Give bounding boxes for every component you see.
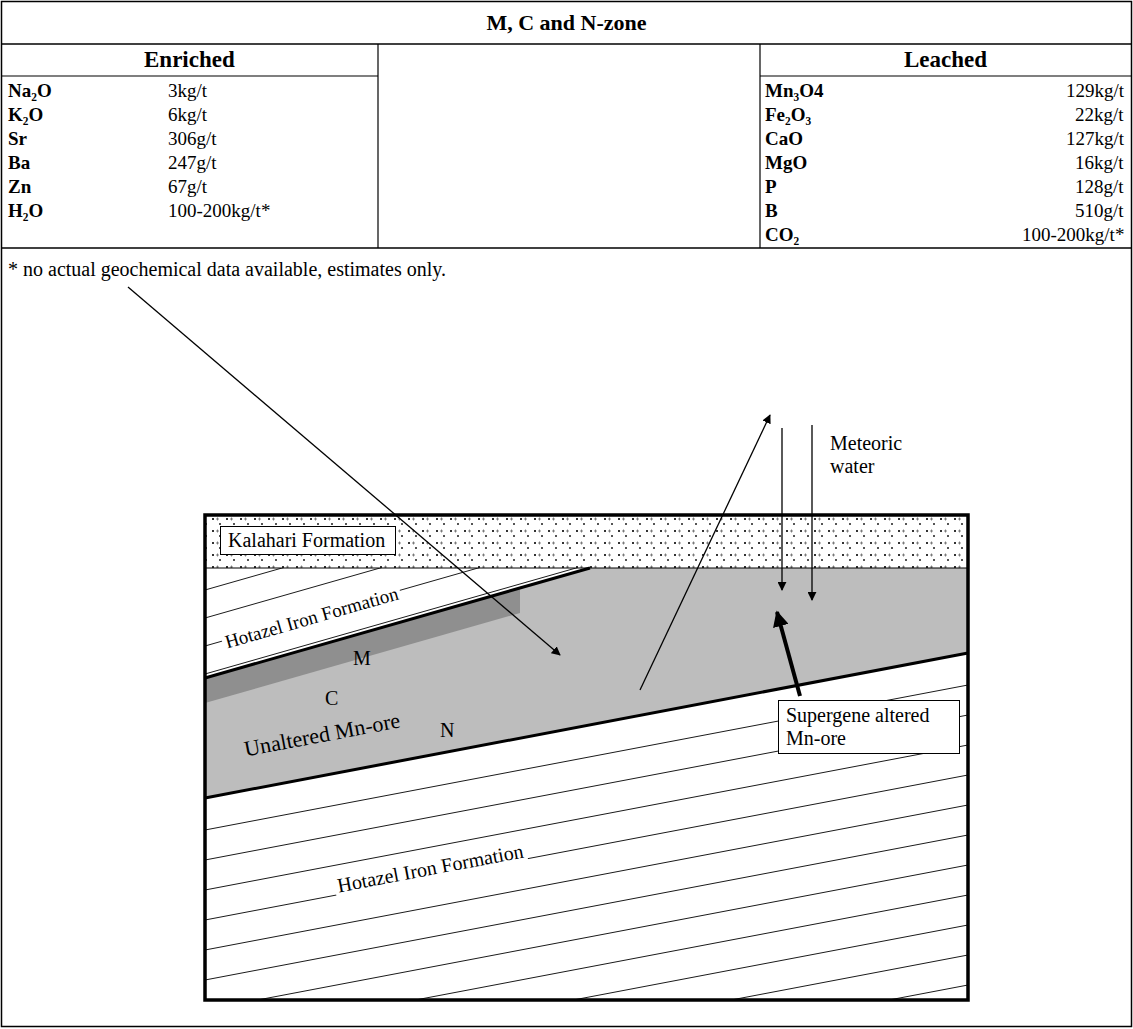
layer-label: Hotazel Iron Formation [220, 582, 404, 654]
table-cell: CaO [765, 128, 803, 150]
layer-label: Unaltered Mn-ore [242, 708, 402, 762]
table-cell: H₂O [8, 200, 43, 222]
table-cell: P [765, 176, 777, 198]
table-cell: Fe₂O₃ [765, 104, 811, 126]
rule [1, 247, 1132, 249]
title: M, C and N-zone [0, 10, 1133, 35]
layer-label: Hotazel Iron Formation [333, 839, 529, 898]
table-cell: Ba [8, 152, 30, 174]
table-cell: Mn₃O4 [765, 80, 823, 102]
table-cell: 22kg/t [1075, 104, 1124, 126]
hatch-line [205, 835, 968, 980]
rule [759, 44, 760, 248]
contact-line [205, 568, 968, 569]
table-cell: B [765, 200, 778, 222]
water-arrow [811, 425, 812, 600]
table-cell: 6kg/t [168, 104, 207, 126]
table-cell: 510g/t [1075, 200, 1124, 222]
hatch-line [205, 745, 968, 890]
table-cell: MgO [765, 152, 807, 174]
table-cell: 129kg/t [1066, 80, 1124, 102]
hatch-line [205, 1015, 968, 1029]
box-text: Supergene altered Mn-ore [786, 704, 952, 750]
contact-line [205, 653, 968, 798]
hatch-line [205, 685, 968, 830]
hatch-line [205, 955, 968, 1029]
table-cell: 3kg/t [168, 80, 207, 102]
box-text: Kalahari Formation [228, 529, 388, 552]
layer-label: N [440, 719, 454, 742]
hatch-line [205, 561, 600, 674]
hatch-line [205, 895, 968, 1029]
leader-arrow [128, 287, 560, 655]
section-frame [205, 515, 968, 1000]
table-cell: 100-200kg/t* [1022, 224, 1124, 246]
formation-label-box: Kalahari Formation [220, 526, 396, 555]
rule [1, 43, 1132, 45]
section-ground [205, 515, 968, 1000]
table-cell: 100-200kg/t* [168, 200, 270, 222]
table-cell: Na₂O [8, 80, 52, 102]
rule [377, 44, 378, 248]
table-cell: K₂O [8, 104, 43, 126]
table-cell: CO₂ [765, 224, 799, 246]
contact-line [205, 568, 590, 678]
layer-label: M [353, 647, 371, 670]
column-heading: Leached [904, 47, 987, 73]
table-cell: 16kg/t [1075, 152, 1124, 174]
leader-arrow [777, 612, 800, 696]
hatch-line [205, 477, 600, 590]
table-cell: Sr [8, 128, 27, 150]
hatch-line [205, 865, 968, 1010]
hatch-line [205, 985, 968, 1029]
column-heading: Enriched [144, 47, 235, 73]
table-cell: 128g/t [1075, 176, 1124, 198]
table-cell: Zn [8, 176, 31, 198]
callout-box: Supergene altered Mn-ore [778, 700, 960, 754]
table-cell: 306g/t [168, 128, 217, 150]
flow-arrow [640, 415, 770, 690]
kalahari-layer [205, 517, 968, 568]
mn-ore-band [205, 568, 968, 798]
rule [760, 75, 1132, 76]
footnote: * no actual geochemical data available, … [8, 258, 446, 281]
water-arrow [781, 428, 782, 590]
hatch-line [205, 775, 968, 920]
rule [1, 75, 378, 76]
layer-label: C [325, 687, 338, 710]
process-label: Meteoric water [830, 432, 930, 478]
hatch-line [205, 805, 968, 950]
table-cell: 127kg/t [1066, 128, 1124, 150]
table-cell: 67g/t [168, 176, 207, 198]
table-cell: 247g/t [168, 152, 217, 174]
